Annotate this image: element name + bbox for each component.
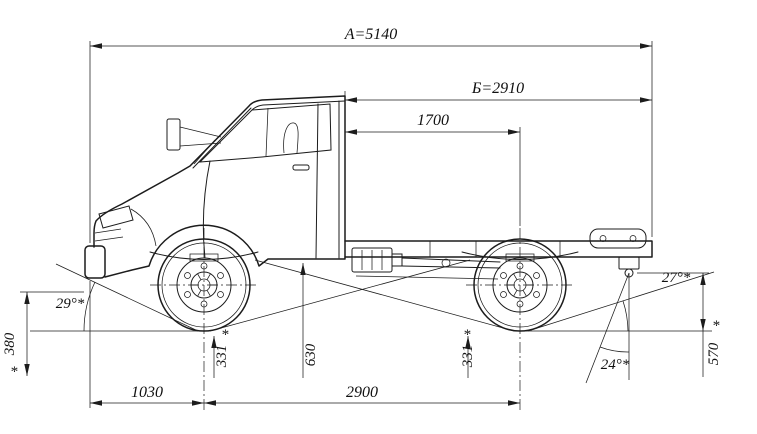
- crossmember-bolt: [599, 235, 607, 242]
- dimension-lines: [20, 41, 709, 408]
- center-bearing: [441, 258, 451, 268]
- side-window: [198, 103, 332, 163]
- dim-front-axle-height: 331: [214, 345, 230, 369]
- roof-inner-line: [251, 100, 346, 111]
- dimension-labels: А=5140 Б=2910 1700 1030 2900 29°* 27°* 2…: [2, 26, 722, 401]
- dim-mid-height: 630: [303, 343, 319, 366]
- door-rear-seam: [315, 103, 319, 259]
- seat-silhouette: [283, 122, 299, 154]
- dim-front-height: 380: [2, 332, 18, 356]
- rear-leaf-spring: [461, 251, 579, 260]
- dim-cab-to-axle: 1700: [417, 112, 449, 129]
- grille-lines: [94, 228, 124, 242]
- footnote-star: *: [712, 318, 720, 334]
- gearbox-tail: [391, 253, 403, 267]
- front-bumper: [84, 245, 106, 279]
- dim-overall-length: А=5140: [344, 26, 398, 43]
- wiper: [193, 139, 216, 165]
- hitch-bracket: [618, 256, 640, 270]
- driveshaft: [401, 257, 501, 269]
- footnote-star: *: [10, 364, 18, 380]
- rear-wheel: [466, 228, 574, 410]
- fender-crease: [130, 208, 157, 247]
- ramp-line-rear: [254, 259, 515, 332]
- dim-cab-to-rear: Б=2910: [471, 80, 524, 97]
- windshield-inner-line: [192, 107, 252, 169]
- door-handle: [292, 164, 310, 171]
- front-leaf-spring: [149, 251, 259, 260]
- side-mirror: [166, 118, 181, 151]
- chassis-frame: [149, 228, 653, 280]
- rear-crossmember-box: [589, 228, 647, 249]
- footnote-star: *: [463, 327, 471, 343]
- mirror-stalks: [179, 126, 222, 147]
- front-wheel: [150, 228, 258, 410]
- dim-wheelbase: 2900: [346, 384, 378, 401]
- angle-departure-label: 27°*: [662, 270, 691, 286]
- dim-front-overhang: 1030: [131, 384, 163, 401]
- approach-angle-arc: [83, 281, 96, 332]
- crossmember-bolt: [629, 235, 637, 242]
- dim-hitch-height: 570: [706, 342, 722, 365]
- departure-angle-line: [527, 271, 715, 332]
- hitch-angle-arc: [599, 346, 630, 353]
- headlight: [98, 205, 134, 229]
- angle-lines: [30, 259, 715, 384]
- ramp-line-front: [209, 259, 471, 332]
- window-divider: [265, 107, 269, 157]
- dim-rear-axle-height: 331: [460, 345, 476, 369]
- truck-cab: [84, 95, 346, 279]
- gearbox-ribs: [361, 250, 383, 270]
- angle-hitch-label: 24°*: [601, 357, 630, 373]
- approach-angle-line: [55, 263, 199, 332]
- footnote-star: *: [221, 327, 229, 343]
- cab-outline: [93, 95, 346, 278]
- departure-angle-arc: [622, 300, 629, 332]
- exhaust-line: [355, 275, 499, 280]
- frame-crossmembers: [429, 241, 561, 257]
- angle-approach-label: 29°*: [56, 296, 85, 312]
- hitch-angle-line: [585, 272, 630, 384]
